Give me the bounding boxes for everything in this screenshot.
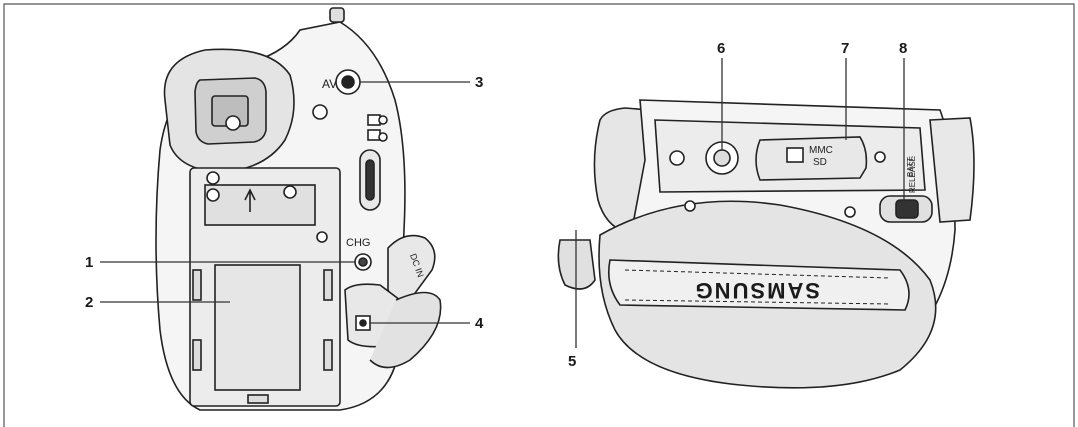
wrist-strap-loop — [557, 239, 596, 290]
batt-marking-top: BATT. — [906, 156, 915, 177]
batt-marking-bottom: RELEASE — [908, 156, 917, 193]
bottom-callout-lines — [575, 58, 905, 348]
callout-7: 7 — [841, 40, 849, 57]
card-slot-cover — [755, 136, 868, 181]
rear-view — [155, 7, 442, 411]
av-marking: AV — [322, 77, 337, 91]
samsung-logo: SAMSUNG — [694, 278, 820, 303]
callout-3: 3 — [475, 74, 483, 91]
dc-in-cover — [387, 234, 436, 303]
rear-callout-lines — [100, 81, 470, 324]
callout-1: 1 — [85, 254, 93, 271]
chg-marking: CHG — [346, 237, 370, 249]
lens-barrel — [593, 107, 651, 233]
callout-5: 5 — [568, 353, 576, 370]
callout-8: 8 — [899, 40, 907, 57]
callout-6: 6 — [717, 40, 725, 57]
battery-label-area — [214, 264, 301, 391]
callout-2: 2 — [85, 294, 93, 311]
bottom-view — [557, 99, 975, 389]
hand-strap — [369, 291, 442, 369]
callout-4: 4 — [475, 315, 484, 332]
card-marking-bottom: SD — [813, 157, 827, 168]
card-marking-top: MMC — [809, 145, 833, 156]
figure-border — [3, 3, 1075, 427]
